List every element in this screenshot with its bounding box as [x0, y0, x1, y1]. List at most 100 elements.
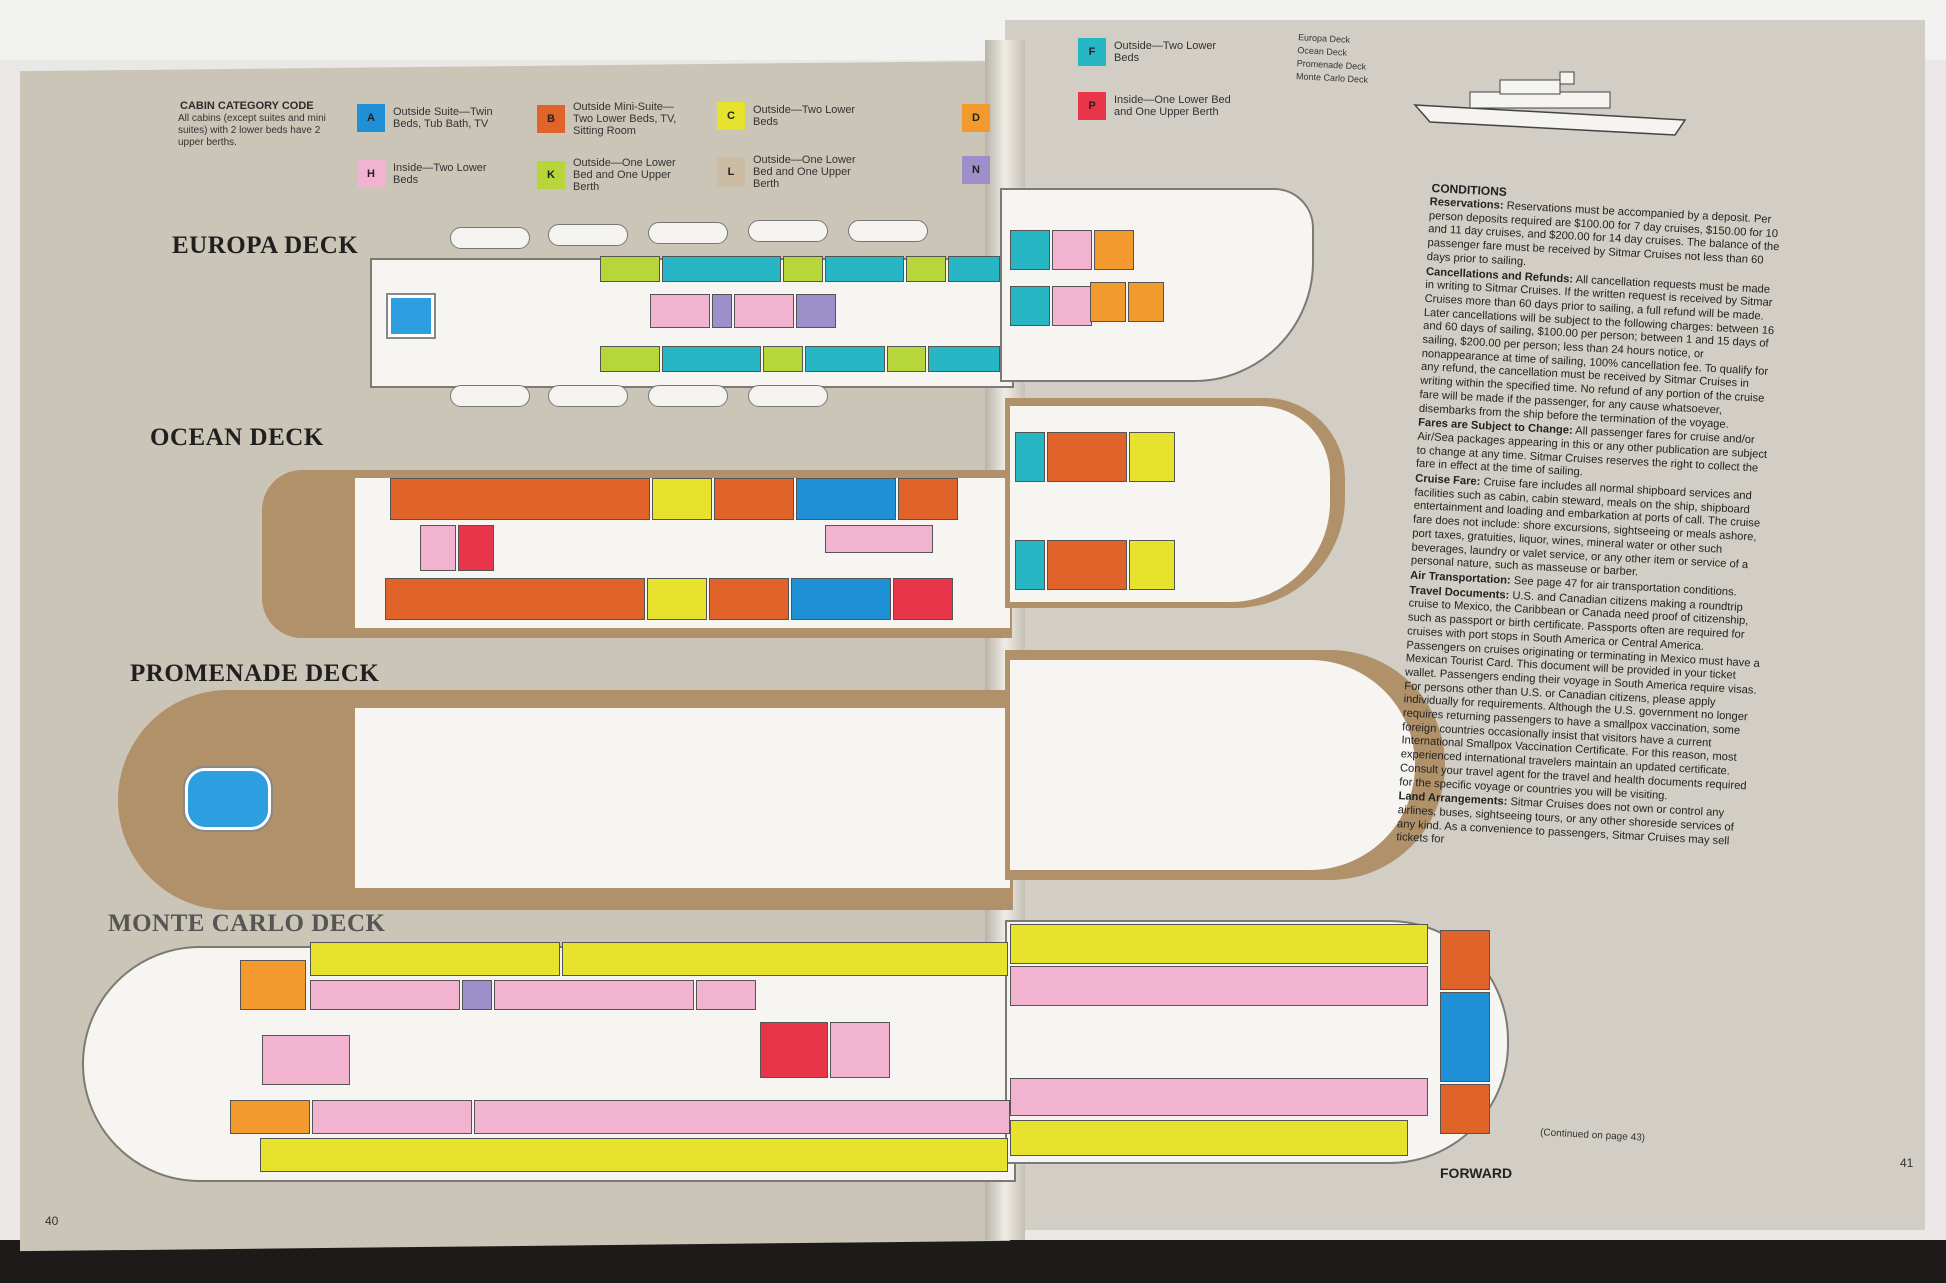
europa-forward-cabins-2 [1090, 282, 1170, 322]
lifeboat [450, 227, 530, 249]
ocean-forward-cabins-starboard [1015, 540, 1175, 590]
cabin-block [830, 1022, 890, 1078]
legend-note: All cabins (except suites and mini suite… [178, 113, 326, 148]
cabin-block [760, 1022, 828, 1078]
cabin-block [796, 294, 836, 328]
cabin-block [310, 942, 560, 976]
cabin-block [1047, 540, 1127, 590]
cabin-block [494, 980, 694, 1010]
cabin-block [661, 346, 762, 372]
cabin-block [928, 346, 1000, 372]
cabin-block [898, 478, 958, 520]
monte-carlo-inside-aft [262, 1035, 352, 1085]
lifeboat [748, 385, 828, 407]
swatch-b: B [537, 105, 565, 133]
cabin-block [1440, 992, 1490, 1082]
lifeboat [548, 385, 628, 407]
europa-cabin-row-port [600, 256, 1000, 282]
legend-item-d: D [962, 104, 1018, 132]
swatch-d: D [962, 104, 990, 132]
cabin-block [600, 256, 660, 282]
ocean-inside-cabins [825, 525, 935, 553]
monte-carlo-aft-cabins [240, 960, 308, 1010]
swatch-c: C [717, 102, 745, 130]
cabin-block [763, 346, 803, 372]
lifeboat [450, 385, 530, 407]
cabin-block [1015, 540, 1045, 590]
cabin-block [1052, 230, 1092, 270]
lifeboat [648, 385, 728, 407]
cabin-block [796, 478, 896, 520]
cabin-block [240, 960, 306, 1010]
cabin-block [824, 256, 905, 282]
europa-forward-cabins [1010, 230, 1160, 340]
monte-carlo-center-cabins [760, 1022, 890, 1078]
cabin-block [562, 942, 1008, 976]
cabin-block [312, 1100, 472, 1134]
cabin-block [420, 525, 456, 571]
monte-carlo-forward-inside-starboard [1010, 1078, 1430, 1116]
cabin-block [310, 980, 460, 1010]
cabin-block [1129, 540, 1175, 590]
cabin-block [652, 478, 712, 520]
legend-item-n: N [962, 156, 1018, 184]
europa-cabin-row-starboard [600, 346, 1000, 372]
monte-carlo-cabin-row-port [310, 942, 1010, 976]
monte-carlo-cabin-row-starboard [260, 1138, 1010, 1172]
cabin-block [1010, 230, 1050, 270]
cabin-block [906, 256, 947, 282]
page-number-right: 41 [1900, 1156, 1914, 1170]
monte-carlo-inside-row-starboard [230, 1100, 1010, 1134]
lifeboat [648, 222, 728, 244]
cabin-block [661, 256, 782, 282]
ocean-cabin-row-port [390, 478, 1010, 520]
lifeboat [548, 224, 628, 246]
cabin-block [696, 980, 756, 1010]
conditions-paragraph: Cruise Fare: Cruise fare includes all no… [1410, 472, 1761, 579]
promenade-deck-plan-aft [355, 708, 1010, 888]
promenade-deck-plan-forward [1010, 660, 1415, 870]
conditions-paragraph: Cancellations and Refunds: All cancellat… [1418, 265, 1775, 431]
cabin-block [262, 1035, 350, 1085]
cabin-block [1010, 966, 1428, 1006]
swatch-l: L [717, 158, 745, 186]
cabin-block [783, 256, 823, 282]
cabin-block [1128, 282, 1164, 322]
cabin-block [647, 578, 707, 620]
monte-carlo-forward-row-port [1010, 924, 1430, 964]
cabin-block [390, 478, 650, 520]
page-number-left: 40 [45, 1214, 59, 1228]
ship-side-view [1413, 71, 1687, 136]
cabin-block [1440, 930, 1490, 990]
cabin-block [1047, 432, 1127, 482]
swatch-a: A [357, 104, 385, 132]
cabin-block [825, 525, 933, 553]
cabin-block [600, 346, 660, 372]
monte-carlo-inside-row-port [310, 980, 1010, 1010]
europa-pool [388, 295, 434, 337]
cabin-block [260, 1138, 1008, 1172]
cabin-block [1010, 924, 1428, 964]
cabin-block [650, 294, 710, 328]
conditions-paragraph: Travel Documents: U.S. and Canadian citi… [1398, 584, 1761, 802]
cabin-block [385, 578, 645, 620]
conditions-body: Reservations: Reservations must be accom… [1396, 196, 1785, 865]
ocean-inside-cabins-aft [420, 525, 500, 571]
cabin-block [886, 346, 927, 372]
cabin-block [804, 346, 885, 372]
cabin-block [1010, 1078, 1428, 1116]
monte-carlo-deck-title: MONTE CARLO DECK [108, 910, 386, 937]
promenade-deck-title: PROMENADE DECK [130, 660, 380, 687]
ocean-deck-title: OCEAN DECK [150, 424, 324, 451]
ocean-forward-cabins-port [1015, 432, 1175, 482]
europa-deck-title: EUROPA DECK [172, 232, 359, 259]
cabin-block [1129, 432, 1175, 482]
europa-inside-cabins [650, 294, 910, 328]
cabin-block [474, 1100, 1010, 1134]
